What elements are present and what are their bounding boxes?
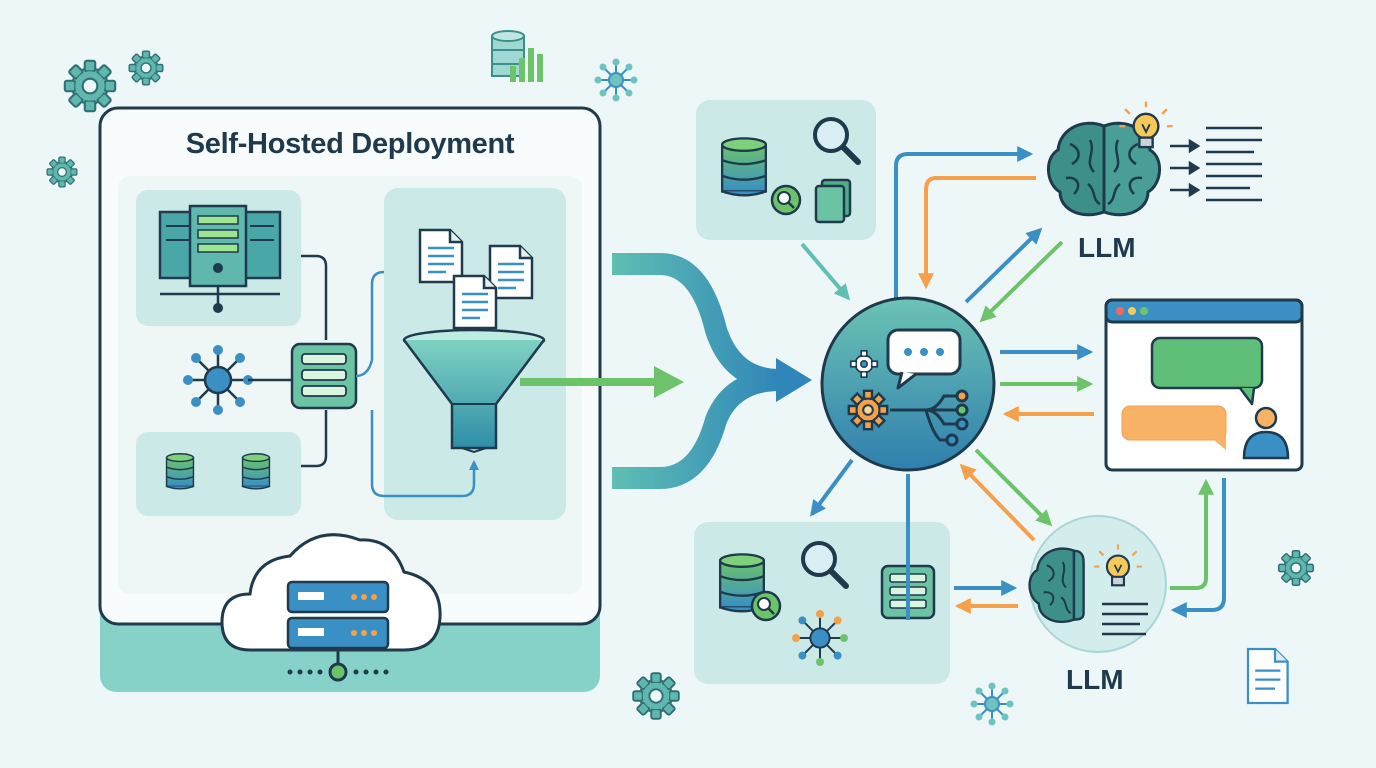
- output-lines-icon: [1102, 602, 1148, 636]
- branch-icon: [890, 389, 969, 447]
- brain-icon: [1028, 547, 1085, 624]
- gear-icon: [128, 50, 164, 86]
- search-badge-icon: [750, 590, 782, 622]
- llm-label-bottom: LLM: [1066, 664, 1124, 695]
- gear-icon: [1277, 549, 1315, 587]
- network-icon: [792, 610, 848, 666]
- storage-stack-icon: [290, 342, 358, 410]
- bar-chart-database-icon: [491, 30, 543, 82]
- funnel-icon: [402, 328, 546, 454]
- user-icon: [1242, 406, 1290, 460]
- page-title: Self-Hosted Deployment: [185, 128, 515, 160]
- chat-bubble-icon: [886, 328, 962, 390]
- database-card: [136, 432, 301, 516]
- chat-window-icon: [1104, 298, 1304, 472]
- network-icon: [969, 681, 1015, 727]
- output-lines-icon: [1170, 126, 1262, 202]
- document-icon: [1246, 647, 1289, 705]
- document-icon: [418, 228, 464, 284]
- orchestrator-hub: [820, 296, 996, 472]
- gear-icon: [849, 349, 879, 379]
- document-icon: [452, 274, 498, 330]
- network-icon: [181, 343, 255, 417]
- gear-icon: [63, 59, 117, 113]
- database-icon: [165, 453, 195, 490]
- llm-label-top: LLM: [1078, 232, 1136, 263]
- document-stack-icon: [814, 178, 852, 224]
- gear-icon: [632, 672, 680, 720]
- flow-arrows: [800, 146, 1226, 620]
- cloud-server-icon: [220, 533, 442, 682]
- gear-icon: [847, 389, 889, 431]
- merge-flow: [520, 253, 812, 489]
- search-badge-icon: [770, 184, 802, 216]
- gear-icon: [46, 156, 78, 188]
- database-icon: [241, 453, 271, 490]
- network-icon: [593, 57, 639, 103]
- server-rack-icon: [158, 204, 282, 313]
- database-icon: [720, 137, 768, 197]
